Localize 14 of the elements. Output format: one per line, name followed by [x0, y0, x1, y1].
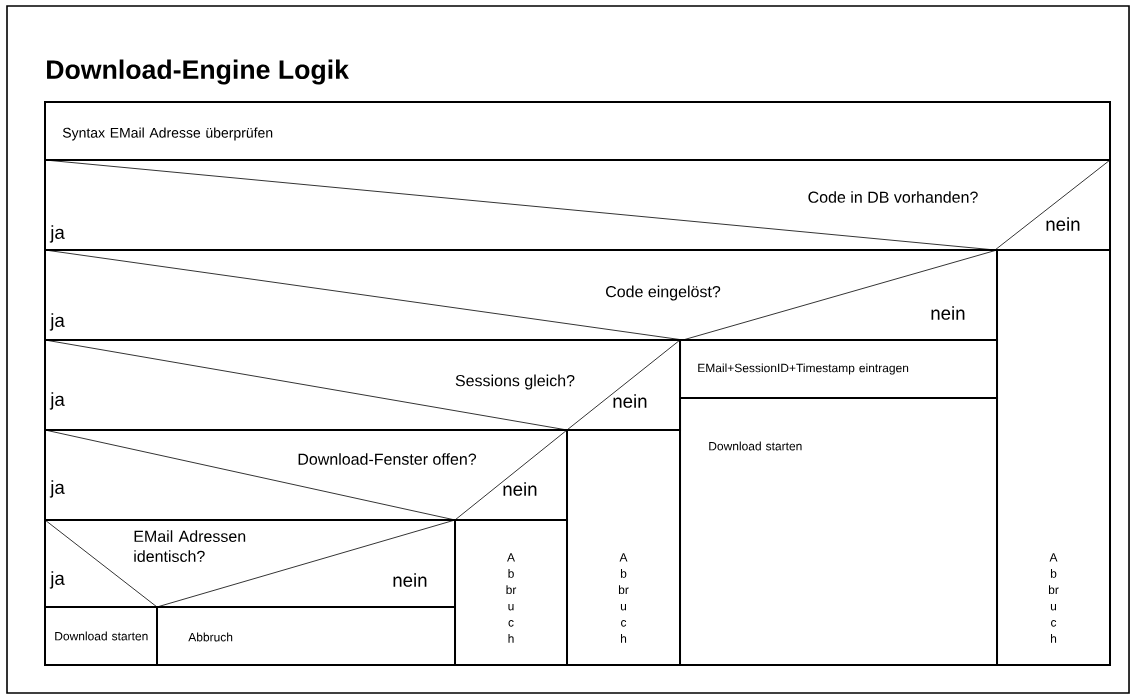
process-box: Abbruch [156, 606, 456, 666]
decision-box: Download-Fenster offen? ja nein [44, 429, 568, 521]
process-box: Abbruch [454, 519, 568, 666]
process-box: Download starten [44, 606, 158, 666]
process-box: Abbruch [566, 429, 681, 666]
title: Download-Engine Logik [47, 59, 349, 85]
decision-box: Sessions gleich? ja nein [44, 339, 681, 431]
process-box: Abbruch [996, 249, 1111, 666]
process-box: Syntax EMail Adresse überprüfen [44, 101, 1111, 161]
decision-box: Code in DB vorhanden? ja nein [44, 159, 1111, 251]
decision-box: EMail Adressen identisch? ja nein [44, 519, 456, 608]
process-box: Download starten [679, 397, 998, 666]
process-box: EMail+SessionID+Timestamp eintragen [679, 339, 998, 399]
decision-box: Code eingelöst? ja nein [44, 249, 998, 341]
